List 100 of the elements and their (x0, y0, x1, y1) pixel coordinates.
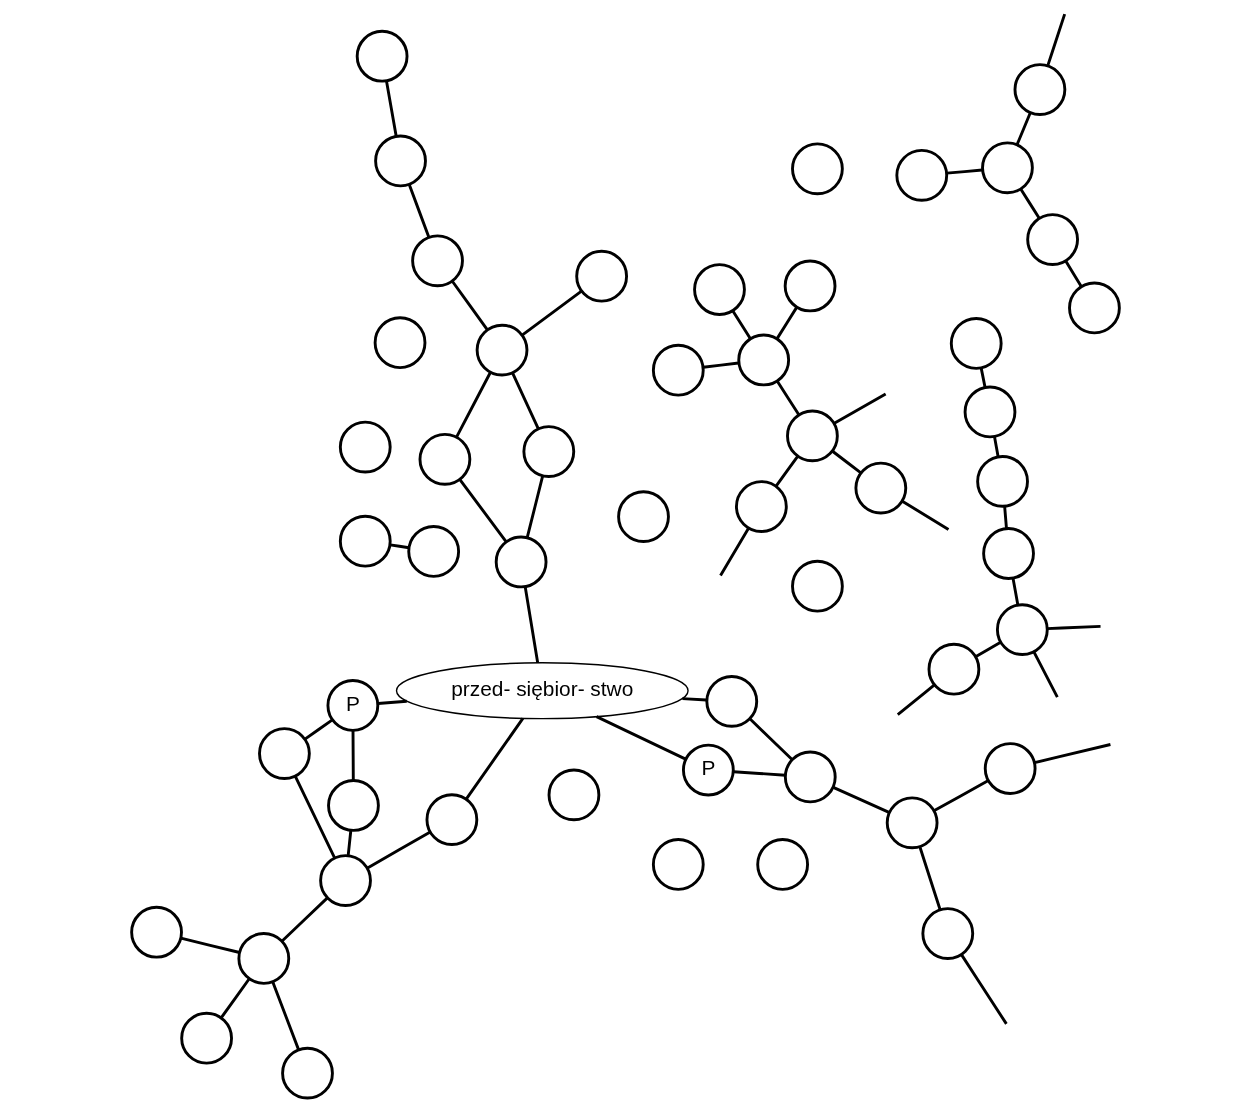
connector (901, 499, 950, 531)
connector (748, 717, 794, 761)
node-circle (885, 796, 939, 850)
connector (523, 586, 540, 664)
node-circle (783, 750, 837, 804)
connector (832, 786, 890, 814)
node-circle (319, 854, 372, 907)
connector (385, 80, 398, 137)
connector (1032, 651, 1059, 698)
connector (1011, 578, 1020, 606)
node-circle (983, 742, 1037, 795)
node-circle (355, 29, 409, 83)
node-circle (791, 142, 844, 196)
node-circle (258, 727, 311, 780)
connector (1034, 743, 1111, 765)
connector (719, 527, 750, 577)
node-circle (475, 323, 529, 377)
connector (993, 436, 1000, 458)
connector (1064, 260, 1083, 288)
connector (346, 830, 353, 856)
node-circle (547, 768, 601, 822)
connector (896, 683, 936, 716)
node-circle (1068, 281, 1121, 335)
node-circle (425, 793, 479, 846)
node-circle (281, 1046, 334, 1100)
connector (960, 953, 1008, 1025)
connector (521, 289, 583, 337)
connector (465, 717, 525, 801)
node-circle (373, 316, 427, 370)
connector (180, 936, 240, 954)
node-circle (374, 134, 427, 188)
node-circle (237, 932, 291, 985)
node-circle (651, 343, 705, 397)
connector (455, 371, 492, 438)
node-circle (522, 425, 576, 478)
node-circle (783, 259, 837, 313)
connector (451, 280, 489, 331)
connector (1047, 624, 1101, 631)
connector (833, 392, 887, 425)
connector (775, 455, 799, 487)
node-circle (963, 385, 1017, 439)
node-circle (705, 675, 759, 728)
connector (351, 730, 355, 781)
connector (511, 372, 540, 430)
connector (974, 640, 1002, 658)
node-circle (921, 907, 975, 960)
connector (366, 830, 431, 870)
node-circle (338, 514, 392, 568)
connector (731, 309, 752, 340)
node-circle (180, 1011, 233, 1065)
node-circle (976, 455, 1029, 508)
connector (703, 361, 739, 369)
connector (1003, 506, 1008, 529)
connector (682, 697, 707, 702)
node-circle (949, 317, 1003, 370)
connector (595, 715, 687, 761)
connector (1019, 188, 1041, 220)
connector (1046, 13, 1067, 67)
connector (946, 168, 983, 175)
node-circle (982, 527, 1035, 580)
node-circle (786, 409, 839, 463)
connector (407, 183, 431, 238)
node-circle (895, 148, 949, 202)
node-circle: P (681, 743, 735, 797)
node-circle (418, 432, 472, 486)
connector (831, 450, 862, 474)
node-circle (617, 490, 670, 543)
connector (280, 896, 329, 943)
connector (377, 699, 407, 705)
node-circle (693, 263, 746, 316)
node-circle: P (326, 679, 380, 732)
node-circle (737, 333, 791, 387)
connector (458, 478, 508, 543)
connector (304, 718, 334, 741)
node-circle (735, 480, 788, 533)
connector (220, 978, 251, 1019)
node-circle (1013, 63, 1067, 116)
node-circle (756, 838, 810, 891)
node-circle (791, 559, 844, 613)
connector (294, 775, 336, 859)
node-circle (338, 420, 392, 474)
connector (933, 779, 989, 812)
connector (389, 543, 410, 550)
node-circle (927, 642, 981, 696)
connector (271, 981, 300, 1050)
node-circle (981, 141, 1034, 195)
connector (733, 770, 786, 777)
node-circle (411, 234, 464, 288)
connector (979, 367, 987, 388)
connector (918, 846, 942, 910)
node-circle (575, 249, 628, 303)
node-circle (651, 838, 705, 891)
connector (776, 306, 798, 340)
node-circle (407, 525, 461, 578)
connector (1015, 112, 1032, 146)
node-circle (494, 535, 548, 589)
node-circle (327, 779, 380, 832)
node-ellipse: przed- siębior- stwo (395, 662, 689, 720)
node-circle (1026, 213, 1079, 266)
connector (525, 475, 545, 538)
